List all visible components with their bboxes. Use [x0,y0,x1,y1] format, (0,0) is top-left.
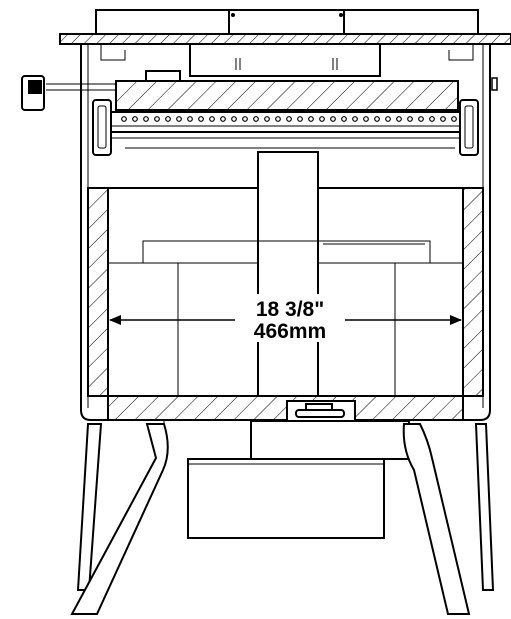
pedestal [163,420,410,539]
left-firebrick-wall [87,187,109,397]
firebox [87,151,484,397]
top-handle [228,9,345,35]
top-latch [145,70,181,82]
baffle [115,80,459,111]
top-cap [59,9,511,45]
right-rear-leg [402,423,471,615]
stove-body-shell [80,43,491,421]
burner-holes [121,116,457,122]
left-rear-leg [70,423,169,615]
left-bracket [92,99,112,156]
dimension-metric-label: 466mm [254,320,326,343]
legs [70,423,495,615]
burner-tube [109,111,471,133]
dimension-imperial-label: 18 3/8" [256,298,324,321]
right-firebrick-wall [462,187,484,397]
center-channel [257,151,319,397]
top-plate [59,33,511,45]
width-dimension: 18 3/8" 466mm [109,294,462,343]
upper-baffle-assembly [109,80,471,149]
pedestal-base [187,458,385,539]
air-control-knob [21,75,498,111]
hearth-firebrick [107,395,464,421]
right-bracket [459,99,479,156]
hearth [107,395,464,422]
hopper-lid [189,43,381,77]
right-front-leg [474,423,495,591]
ash-pan-housing [250,420,410,460]
